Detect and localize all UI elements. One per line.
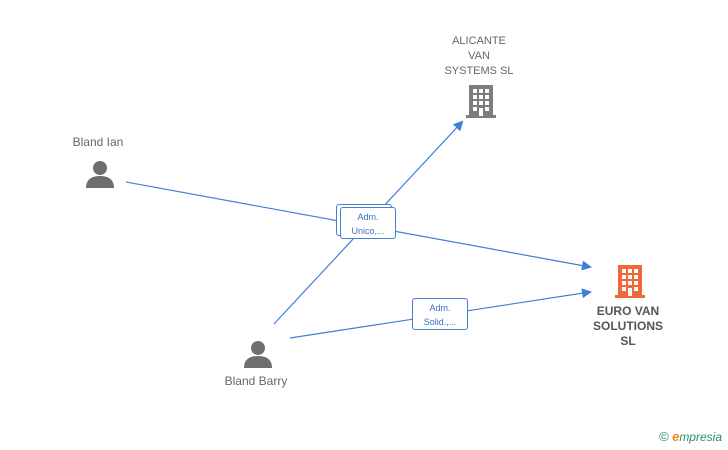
person-icon[interactable] [243, 339, 273, 369]
person-ian-label: Bland Ian [72, 135, 124, 149]
edge-label-stack-center[interactable]: Adm. Unico,... [336, 204, 396, 239]
building-icon-main[interactable] [614, 263, 646, 299]
company-alicante-label: ALICANTE VAN SYSTEMS SL [444, 35, 514, 77]
empresia-watermark: © empresia [659, 429, 722, 444]
edge-label-lower[interactable]: Adm. Solid.,... [412, 298, 468, 330]
building-icon[interactable] [465, 83, 497, 119]
company-euro-label: EURO VAN SOLUTIONS SL [592, 304, 663, 348]
person-barry-label: Bland Barry [224, 374, 288, 388]
edge-label-center[interactable]: Adm. Unico,... [340, 207, 396, 239]
person-icon[interactable] [85, 159, 115, 189]
